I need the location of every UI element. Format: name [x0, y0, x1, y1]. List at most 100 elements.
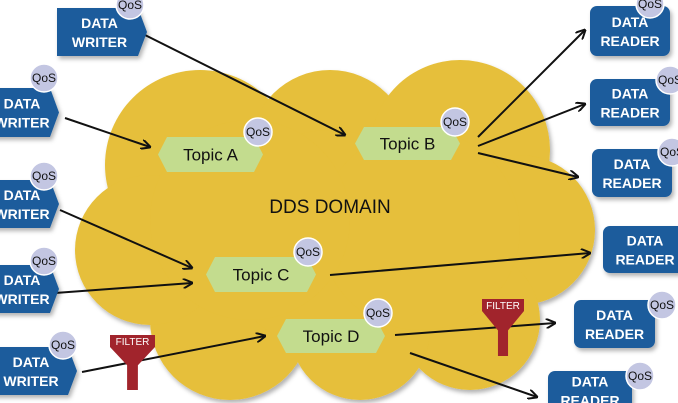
data-writer-5: DATA WRITER: [0, 347, 77, 395]
arrow-connector: [329, 253, 590, 276]
topic-shape: [206, 257, 316, 292]
qos-circle: [635, 0, 665, 19]
data-reader-5: DATA READER: [574, 300, 655, 348]
writer-shape: [57, 8, 147, 56]
arrow-connector: [477, 104, 585, 147]
reader-line1: DATA: [612, 14, 649, 30]
qos-label: QoS: [658, 73, 678, 87]
reader-line2: READER: [615, 252, 674, 268]
writer-line2: WRITER: [3, 373, 58, 389]
qos-label: QoS: [32, 71, 56, 85]
domain-label: DDS DOMAIN: [269, 197, 390, 218]
qos-label: QoS: [296, 245, 320, 259]
qos-label: QoS: [638, 0, 662, 11]
qos-circle: [363, 298, 393, 328]
filter-funnel-1: FILTER: [110, 335, 155, 390]
qos-circle: [29, 161, 59, 191]
arrow-connector: [477, 152, 578, 177]
funnel-icon: [110, 335, 155, 390]
topic-c: Topic C: [206, 257, 316, 292]
funnel-icon: [482, 299, 524, 356]
data-writer-4: DATA WRITER: [0, 265, 59, 313]
topic-b: Topic B: [355, 127, 460, 160]
writer-shape: [0, 180, 59, 228]
qos-circle: [29, 246, 59, 276]
qos-badge: QoS: [48, 330, 78, 360]
reader-line1: DATA: [612, 86, 649, 102]
qos-badge: QoS: [115, 0, 145, 20]
qos-circle: [293, 237, 323, 267]
qos-badge: QoS: [363, 298, 393, 328]
qos-badge: QoS: [440, 107, 470, 137]
writer-line2: WRITER: [0, 206, 50, 222]
reader-line2: READER: [585, 326, 644, 342]
qos-circle: [655, 65, 678, 95]
data-reader-4: DATA READER: [603, 226, 678, 273]
writer-shape: [0, 347, 77, 395]
qos-label: QoS: [366, 306, 390, 320]
filter-label: FILTER: [116, 337, 150, 348]
topic-label: Topic C: [233, 266, 290, 285]
topic-label: Topic A: [183, 146, 238, 165]
qos-circle: [48, 330, 78, 360]
reader-shape: [603, 226, 678, 273]
qos-badge: QoS: [657, 137, 678, 167]
arrow-connector: [64, 117, 150, 147]
cloud-lobe: [320, 130, 520, 330]
topic-label: Topic D: [303, 327, 360, 346]
qos-circle: [657, 137, 678, 167]
qos-label: QoS: [246, 125, 270, 139]
qos-circle: [243, 117, 273, 147]
qos-badge: QoS: [293, 237, 323, 267]
reader-shape: [574, 300, 655, 348]
arrow-connector: [54, 283, 192, 294]
qos-circle: [647, 290, 677, 320]
writer-line2: WRITER: [72, 34, 127, 50]
qos-badge: QoS: [29, 246, 59, 276]
filter-label: FILTER: [486, 301, 520, 312]
qos-badge: QoS: [625, 361, 655, 391]
topic-d: Topic D: [277, 319, 385, 353]
arrow-connector: [409, 352, 537, 397]
qos-label: QoS: [660, 145, 678, 159]
arrow-connector: [81, 336, 265, 373]
writer-line1: DATA: [4, 96, 41, 112]
reader-shape: [548, 371, 632, 403]
qos-label: QoS: [32, 254, 56, 268]
qos-circle: [625, 361, 655, 391]
writer-line2: WRITER: [0, 115, 50, 131]
reader-line2: READER: [560, 393, 619, 403]
reader-shape: [590, 79, 670, 126]
qos-badge: QoS: [29, 161, 59, 191]
topic-label: Topic B: [380, 135, 436, 154]
reader-line1: DATA: [627, 233, 664, 249]
reader-line2: READER: [600, 33, 659, 49]
reader-line2: READER: [602, 175, 661, 191]
qos-badge: QoS: [635, 0, 665, 19]
reader-shape: [592, 149, 672, 197]
writer-shape: [0, 265, 59, 313]
reader-line1: DATA: [596, 307, 633, 323]
writer-line1: DATA: [4, 272, 41, 288]
topic-shape: [355, 127, 460, 160]
topic-shape: [277, 319, 385, 353]
qos-label: QoS: [118, 0, 142, 12]
topic-a: Topic A: [158, 137, 263, 172]
qos-label: QoS: [51, 338, 75, 352]
arrow-connector: [144, 34, 345, 135]
arrow-connector: [394, 323, 555, 336]
qos-circle: [29, 63, 59, 93]
reader-line1: DATA: [572, 374, 609, 390]
qos-label: QoS: [443, 115, 467, 129]
writer-line1: DATA: [13, 354, 50, 370]
qos-circle: [115, 0, 145, 20]
qos-badge: QoS: [243, 117, 273, 147]
writer-line2: WRITER: [0, 291, 50, 307]
data-reader-6: DATA READER: [548, 371, 632, 403]
qos-circle: [440, 107, 470, 137]
